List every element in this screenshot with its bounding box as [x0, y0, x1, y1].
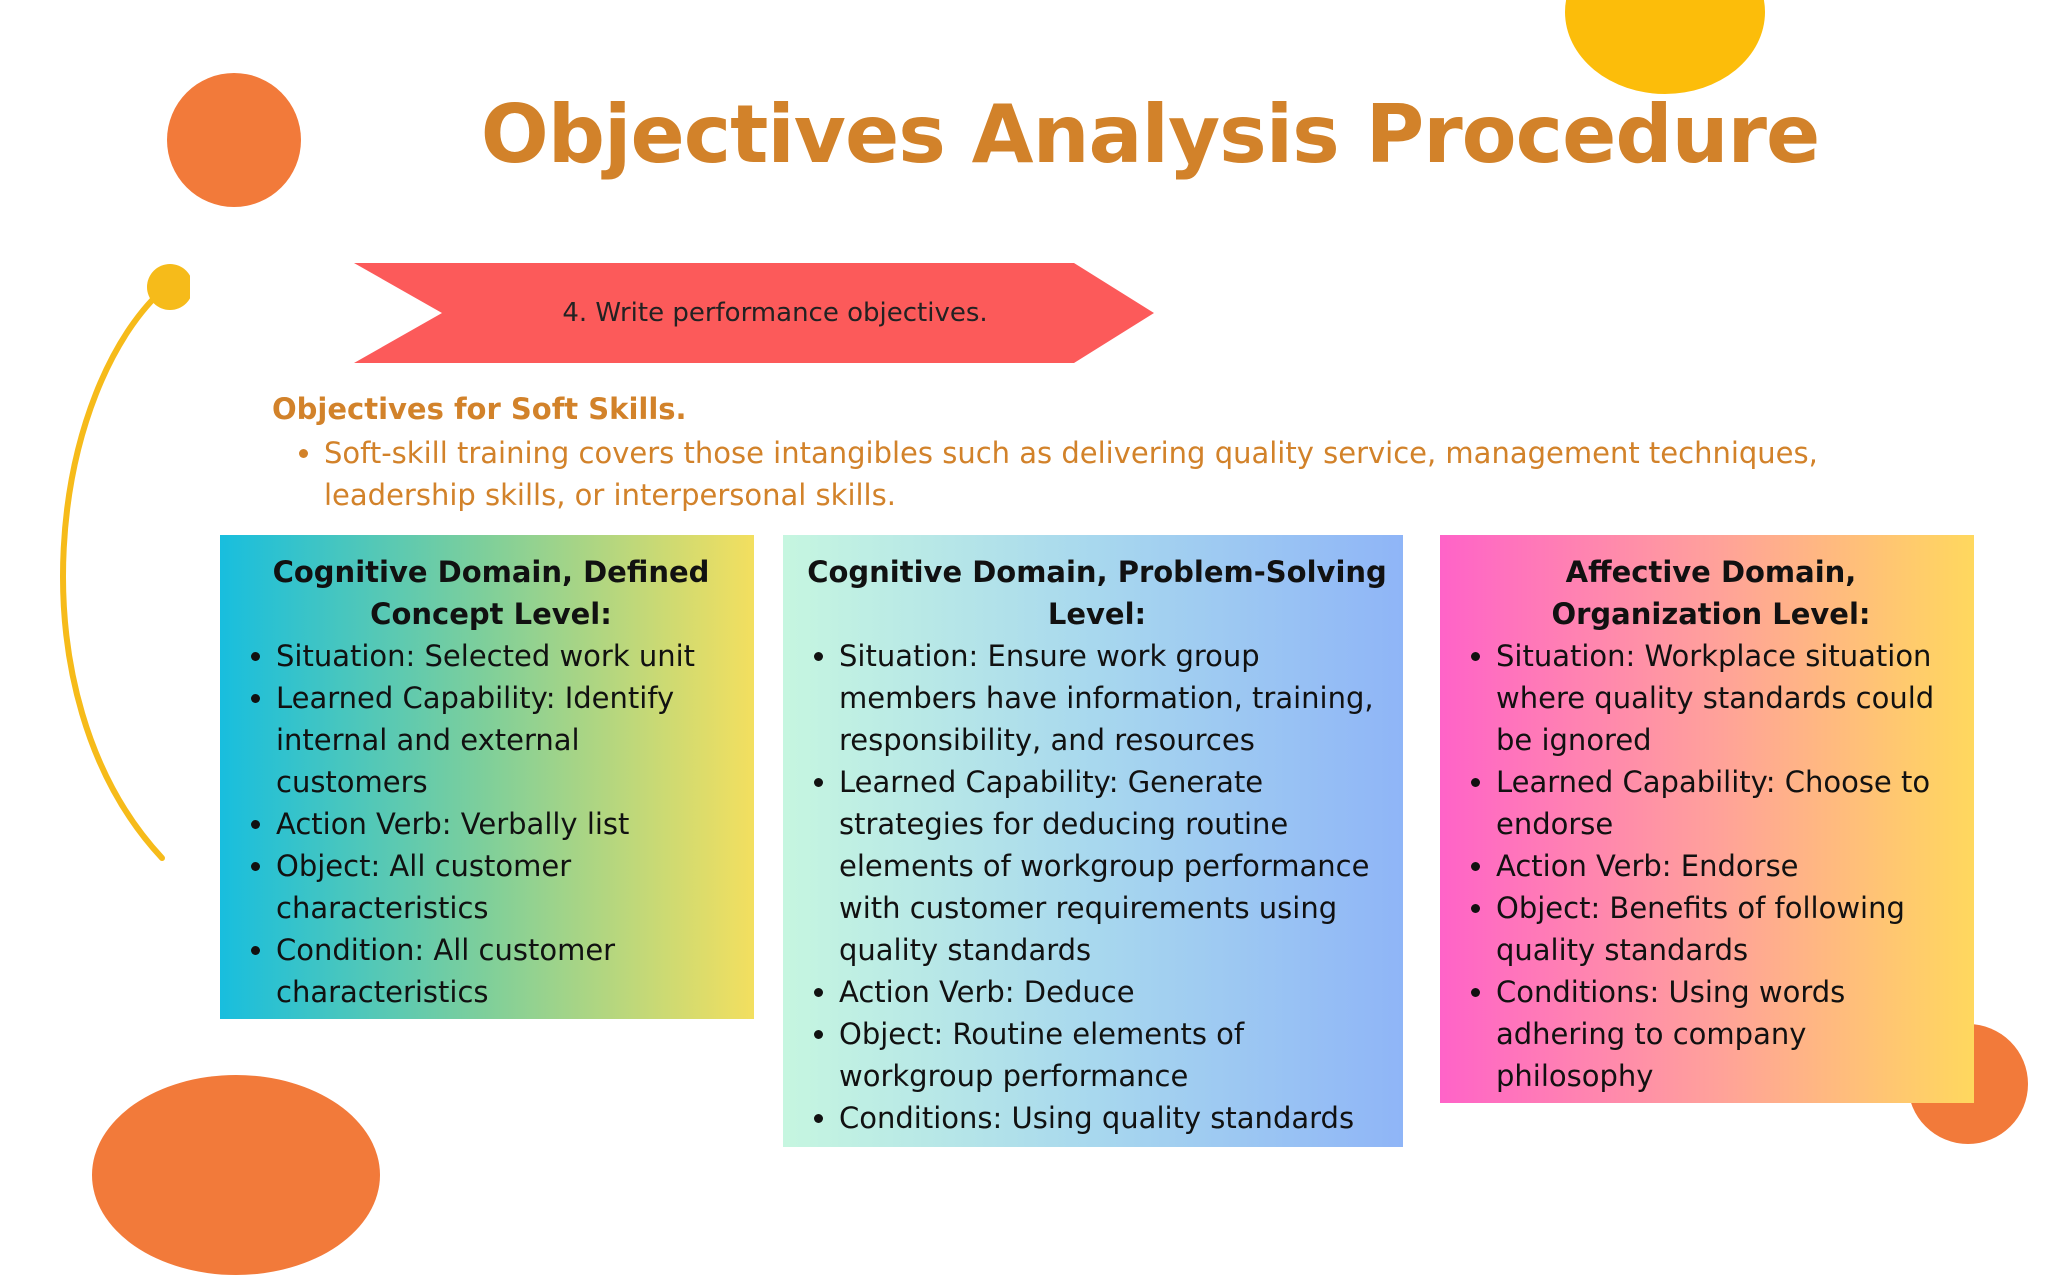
card-title: Cognitive Domain, Problem-Solving Level:: [807, 555, 1387, 631]
list-item: Action Verb: Deduce: [839, 971, 1389, 1013]
list-item: Object: Benefits of following quality st…: [1496, 887, 1960, 971]
list-item: Condition: All customer characteristics: [276, 929, 740, 1013]
list-item: Action Verb: Endorse: [1496, 845, 1960, 887]
step-banner-text: 4. Write performance objectives.: [562, 298, 988, 328]
card-cognitive-problem-solving: Cognitive Domain, Problem-Solving Level:…: [783, 535, 1403, 1147]
list-item: Situation: Ensure work group members hav…: [839, 635, 1389, 761]
section-heading: Objectives for Soft Skills.: [272, 392, 687, 426]
decorative-circle-yellow-top: [1565, 0, 1765, 94]
intro-bullet: Soft-skill training covers those intangi…: [324, 432, 1924, 516]
list-item: Object: All customer characteristics: [276, 845, 740, 929]
decorative-circle-orange-bottom-left: [92, 1075, 380, 1275]
list-item: Learned Capability: Choose to endorse: [1496, 761, 1960, 845]
list-item: Action Verb: Verbally list: [276, 803, 740, 845]
card-title: Cognitive Domain, Defined Concept Level:: [272, 555, 710, 631]
list-item: Learned Capability: Generate strategies …: [839, 761, 1389, 971]
card-list: Situation: Selected work unit Learned Ca…: [242, 635, 740, 1013]
list-item: Learned Capability: Identify internal an…: [276, 677, 740, 803]
list-item: Object: Routine elements of workgroup pe…: [839, 1013, 1389, 1097]
list-item: Situation: Selected work unit: [276, 635, 740, 677]
intro-list: Soft-skill training covers those intangi…: [290, 432, 1924, 516]
card-title: Affective Domain, Organization Level:: [1551, 555, 1871, 631]
card-list: Situation: Ensure work group members hav…: [805, 635, 1389, 1139]
list-item: Situation: Workplace situation where qua…: [1496, 635, 1960, 761]
page-title: Objectives Analysis Procedure: [480, 88, 1821, 181]
card-affective-organization: Affective Domain, Organization Level: Si…: [1440, 535, 1974, 1103]
list-item: Conditions: Using words adhering to comp…: [1496, 971, 1960, 1097]
list-item: Conditions: Using quality standards: [839, 1097, 1389, 1139]
card-cognitive-defined-concept: Cognitive Domain, Defined Concept Level:…: [220, 535, 754, 1019]
step-banner-arrow: [354, 263, 1154, 363]
decorative-arc: [60, 264, 190, 861]
card-list: Situation: Workplace situation where qua…: [1462, 635, 1960, 1097]
decorative-circle-orange-left: [167, 73, 301, 207]
